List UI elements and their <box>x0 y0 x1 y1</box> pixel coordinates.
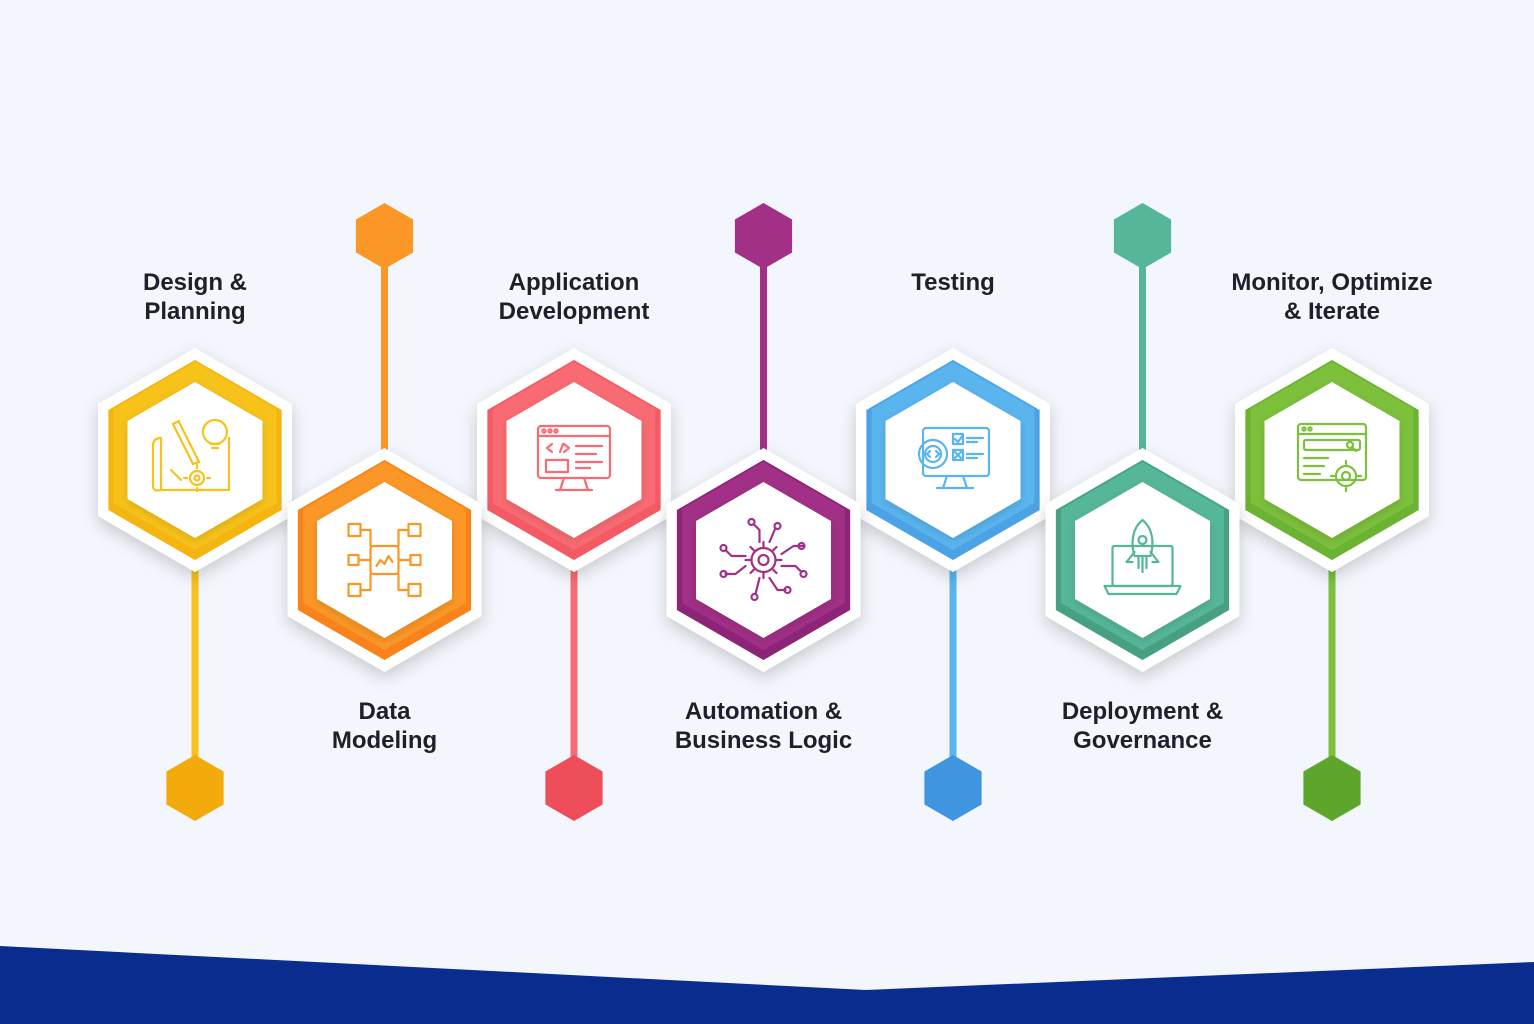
testing-monitor-checklist-icon <box>917 426 991 490</box>
step-label-1: Design &Planning <box>45 268 345 326</box>
web-code-monitor-icon <box>536 424 612 492</box>
connector-node-6 <box>1113 203 1172 269</box>
connector-node-5 <box>924 755 982 821</box>
connector-node-3 <box>545 755 603 821</box>
step-hexagon-5 <box>856 348 1050 572</box>
step-hexagon-3 <box>477 348 671 572</box>
step-label-line: Data <box>358 698 411 725</box>
step-label-6: Deployment &Governance <box>993 697 1293 755</box>
rocket-laptop-icon <box>1103 518 1182 596</box>
step-hexagon-7 <box>1235 348 1429 572</box>
step-label-line: Automation & <box>684 698 843 725</box>
step-label-line: & Iterate <box>1283 298 1381 325</box>
step-label-7: Monitor, Optimize& Iterate <box>1182 268 1482 326</box>
data-model-flow-icon <box>347 522 422 598</box>
connector-node-2 <box>355 203 414 269</box>
connector-node-1 <box>166 755 224 821</box>
step-label-line: Governance <box>1073 727 1212 754</box>
step-label-line: Design & <box>142 269 247 296</box>
step-label-line: Planning <box>144 298 246 325</box>
step-label-line: Deployment & <box>1061 698 1224 725</box>
step-label-line: Monitor, Optimize <box>1231 269 1433 296</box>
browser-search-gear-icon <box>1296 422 1368 493</box>
step-label-line: Application <box>508 269 640 296</box>
step-hexagon-2 <box>287 448 482 672</box>
step-label-line: Testing <box>911 269 995 296</box>
step-label-line: Development <box>498 298 650 325</box>
step-label-5: Testing <box>803 268 1103 297</box>
connector-node-7 <box>1303 755 1361 821</box>
gear-circuit-icon <box>719 517 808 602</box>
step-hexagon-6 <box>1045 448 1240 672</box>
step-label-line: Business Logic <box>674 727 853 754</box>
step-label-4: Automation &Business Logic <box>614 697 914 755</box>
footer-band <box>0 946 1534 1024</box>
step-hexagon-1 <box>98 348 292 572</box>
step-hexagon-4 <box>666 448 861 672</box>
step-label-line: Modeling <box>331 727 438 754</box>
connector-node-4 <box>734 203 793 269</box>
blueprint-lightbulb-gear-icon <box>151 418 231 493</box>
